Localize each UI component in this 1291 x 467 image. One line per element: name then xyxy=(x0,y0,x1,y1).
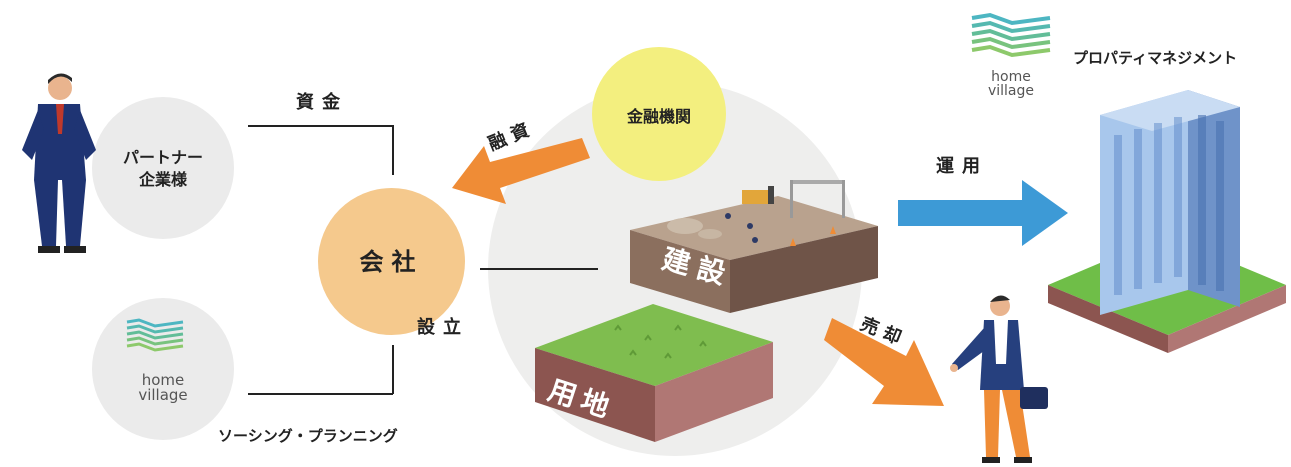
property-logo-text: home village xyxy=(963,70,1059,98)
partner-circle xyxy=(92,97,234,239)
loan-arrow xyxy=(452,138,590,204)
property-logo-village-text: village xyxy=(987,83,1035,99)
funds-line-horizontal xyxy=(248,125,393,127)
businessman-illustration xyxy=(22,73,96,253)
land-illustration xyxy=(535,304,773,442)
building-illustration xyxy=(1048,90,1286,353)
construction-site-illustration xyxy=(630,180,878,313)
property-management-caption: プロパティマネジメント xyxy=(1073,49,1238,67)
company-label: 会社 xyxy=(359,248,424,276)
sale-arrow xyxy=(824,318,944,406)
operate-arrow xyxy=(898,180,1068,246)
home-village-logo-text: home village xyxy=(110,373,216,403)
company-project-line xyxy=(480,268,598,270)
partner-label-line2: 企業様 xyxy=(138,170,187,189)
sourcing-line-horizontal xyxy=(248,393,393,395)
sourcing-line-vertical xyxy=(392,345,394,394)
logo-home-text: home xyxy=(141,371,185,389)
partner-label: パートナー 企業様 xyxy=(92,147,234,191)
property-logo-home-text: home xyxy=(991,69,1031,85)
buyer-illustration xyxy=(950,295,1048,463)
company-circle xyxy=(318,188,465,335)
partner-label-line1: パートナー xyxy=(122,148,203,167)
property-logo-icon xyxy=(971,12,1051,58)
financial-institution-label: 金融機関 xyxy=(626,107,691,126)
establish-label: 設立 xyxy=(417,317,469,338)
sourcing-caption: ソーシング・プランニング xyxy=(218,427,398,445)
financial-institution-circle xyxy=(592,47,726,181)
home-village-circle xyxy=(92,298,234,440)
logo-village-text: village xyxy=(138,386,188,404)
funds-label: 資金 xyxy=(296,92,348,113)
home-village-logo-icon xyxy=(126,318,184,352)
funds-line-vertical xyxy=(392,125,394,175)
operate-label: 運用 xyxy=(936,156,988,177)
